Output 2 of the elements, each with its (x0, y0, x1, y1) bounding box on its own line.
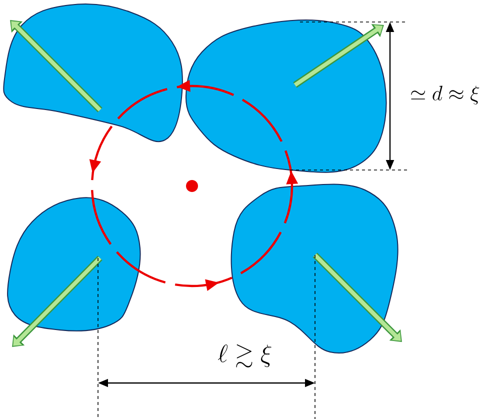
dimension-label: $\simeq d \approx \xi$ (411, 86, 480, 104)
dimension-label: $\ell \gtrsim \xi$ (218, 344, 272, 368)
